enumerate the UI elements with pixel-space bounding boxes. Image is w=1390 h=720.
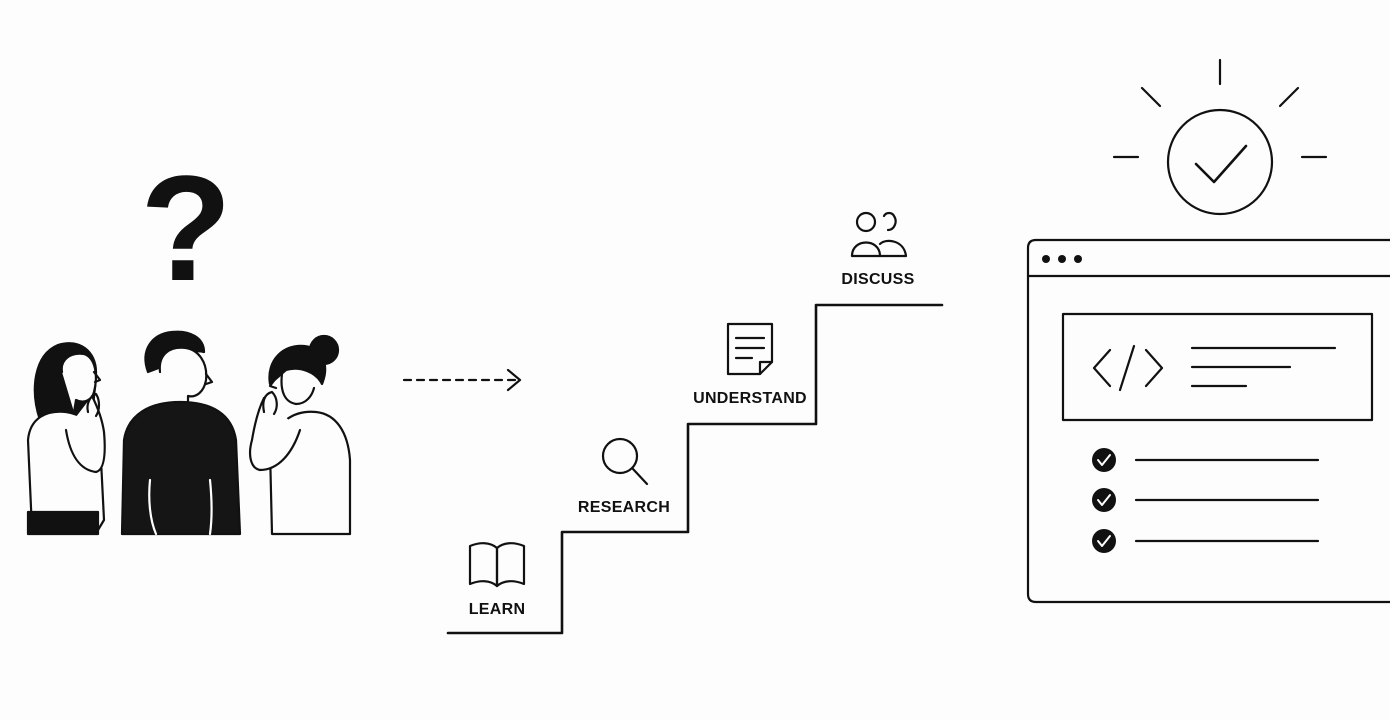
- people-icon: [850, 211, 908, 258]
- confused-people-illustration: [26, 330, 352, 536]
- step-label-learn: LEARN: [468, 601, 526, 618]
- man-middle-figure: [120, 330, 242, 536]
- code-panel: [1061, 312, 1374, 422]
- woman-right-figure: [249, 334, 352, 536]
- step-label-research: RESEARCH: [577, 499, 671, 516]
- woman-left-figure: [26, 342, 106, 536]
- step-label-discuss: DISCUSS: [841, 271, 915, 288]
- document-icon: [726, 322, 774, 376]
- staircase-line: [446, 303, 944, 635]
- check-circle-icon: [1166, 108, 1274, 216]
- code-brackets-icon: [1092, 344, 1164, 392]
- dashed-arrow-connector: [402, 368, 522, 392]
- question-mark: ?: [140, 144, 232, 312]
- magnifier-icon: [601, 437, 649, 486]
- browser-window: [1026, 238, 1390, 604]
- open-book-icon: [468, 542, 526, 588]
- success-burst-icon: [1112, 58, 1328, 216]
- checklist: [1092, 448, 1320, 553]
- step-label-understand: UNDERSTAND: [693, 390, 807, 407]
